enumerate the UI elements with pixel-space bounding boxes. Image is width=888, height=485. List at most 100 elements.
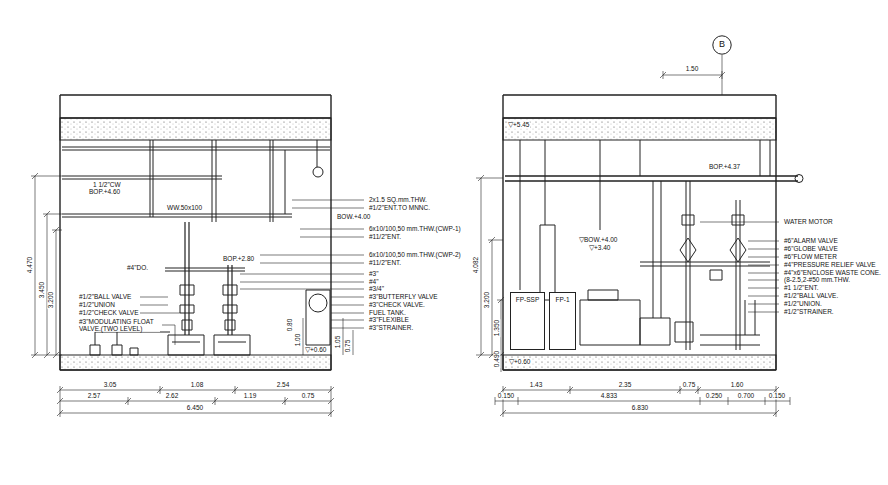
callout-label: #4"PRESSURE RELIEF VALVE	[783, 261, 877, 268]
dimension-text: 1.19	[243, 392, 258, 399]
grid-bubble: B	[712, 35, 732, 55]
callout-label: WATER MOTOR	[783, 218, 834, 225]
callout-label: #1/2"CHECK VALVE	[78, 309, 140, 316]
pump-engine	[580, 290, 760, 345]
callout-label: ▽+0.60	[508, 358, 531, 365]
dimension-line	[476, 175, 504, 372]
dimension-text: 2.57	[87, 392, 102, 399]
dimension-text: 1.00	[294, 333, 301, 348]
dimension-text: 0.250	[705, 392, 723, 399]
fuel-tank	[306, 290, 330, 345]
dimension-text: 6.450	[186, 404, 204, 411]
callout-label: #11/2"ENT.	[368, 259, 402, 266]
valve-symbol	[180, 285, 237, 330]
callout-label: #6"FLOW METER	[783, 253, 838, 260]
floor-slab	[60, 355, 331, 370]
callout-label: #3/4"	[368, 285, 385, 292]
dimension-text: 1.08	[190, 381, 205, 388]
dimension-text: 1.50	[685, 65, 700, 72]
pump-pipe	[165, 222, 245, 335]
grid-line	[660, 55, 725, 95]
dimension-text: 0.75	[301, 392, 316, 399]
right-section	[476, 55, 803, 417]
callout-label: #3"CHECK VALVE.	[368, 301, 426, 308]
callout-label: BOP.+4.37	[708, 163, 741, 170]
callout-label: #1/2"UNION.	[783, 300, 823, 307]
callout-label: #3"MODULATING FLOAT VALVE.(TWO LEVEL)	[78, 318, 160, 332]
dimension-line	[495, 386, 790, 417]
dimension-text: 2.35	[618, 381, 633, 388]
dimension-text: 4.470	[26, 256, 33, 274]
callout-label: #3"FLEXIBLE	[368, 316, 410, 323]
node-label: FP-SSP	[516, 296, 539, 303]
dimension-text: 0.75	[682, 381, 697, 388]
callout-label: WW.50x100	[166, 204, 203, 211]
node-label: FP-1	[555, 296, 569, 303]
dimension-text: 2.62	[165, 392, 180, 399]
callout-label: 2x1.5 SQ.mm.THW.	[368, 196, 428, 203]
callout-label: ▽+3.40	[588, 244, 611, 251]
callout-label: BOP.+2.80	[222, 255, 255, 262]
control-panel: FP-SSP	[510, 292, 545, 350]
pipe-run	[520, 140, 770, 350]
callout-label: ▽+0.60	[304, 346, 327, 353]
leader-line	[700, 222, 779, 312]
pipe-run	[505, 176, 798, 181]
pipe-run	[62, 140, 330, 222]
callout-label: #11/2"ENT.	[368, 233, 402, 240]
dimension-text: 1.350	[493, 319, 500, 337]
room-outline	[60, 95, 331, 370]
callout-label: #1/2"BALL VALVE	[78, 293, 132, 300]
concrete-slab	[503, 118, 776, 140]
dimension-line	[31, 173, 353, 358]
callout-label: #6"GLOBE VALVE	[783, 245, 839, 252]
callout-label: #1 1/2"ENT.	[783, 284, 819, 291]
dimension-text: 1.05	[334, 335, 341, 350]
dimension-text: 1.60	[730, 381, 745, 388]
callout-label: ▽BOW.+4.00	[578, 236, 618, 243]
pipe-cap	[795, 175, 803, 183]
callout-label: BOP.+4.60	[88, 188, 121, 195]
riser-tank	[540, 225, 555, 300]
valve-symbol	[680, 215, 746, 280]
callout-label: #1/2"UNION	[78, 301, 116, 308]
dimension-text: 0.700	[737, 392, 755, 399]
callout-label: (8-2.5,2-#50 mm.THW.	[783, 276, 851, 283]
dimension-text: 0.150	[497, 392, 515, 399]
dimension-text: 4.082	[472, 256, 479, 274]
dimension-text: 4.833	[600, 392, 618, 399]
valve-symbol	[313, 167, 323, 177]
dimension-line	[57, 386, 334, 417]
callout-label: #3"STRAINER.	[368, 324, 414, 331]
callout-label: ▽+5.45	[507, 121, 530, 128]
dimension-text: 2.54	[276, 381, 291, 388]
dimension-text: 0.75	[344, 339, 351, 354]
left-section	[31, 95, 364, 417]
dimension-text: 3.05	[103, 381, 118, 388]
dimension-text: 0.150	[768, 392, 786, 399]
dimension-text: 6.830	[631, 404, 649, 411]
pump-motor	[168, 335, 250, 355]
dimension-text: 0.490	[493, 350, 500, 368]
room-outline	[503, 95, 776, 370]
grid-circle	[713, 36, 731, 54]
float-valve	[90, 332, 170, 355]
callout-label: #6"ALARM VALVE	[783, 237, 839, 244]
control-panel: FP-1	[549, 292, 576, 350]
dimension-text: 3.200	[47, 291, 54, 309]
node-label: B	[719, 40, 725, 50]
callout-label: #1/2"BALL VALVE.	[783, 292, 839, 299]
callout-label: BOW.+4.00	[336, 213, 371, 220]
floor-slab	[503, 355, 776, 370]
dimension-text: 1.43	[529, 381, 544, 388]
callout-label: 6x10/100,50 mm.THW.(CWP-1)	[368, 225, 462, 232]
callout-label: #3"BUTTERFLY VALVE	[368, 293, 439, 300]
fuel-tank	[309, 294, 327, 312]
dimension-text: 3.200	[483, 291, 490, 309]
callout-label: #4"DO.	[126, 264, 149, 271]
dimension-text: 0.80	[286, 318, 293, 333]
callout-label: #1/2"ENT.TO MNNC.	[368, 204, 431, 211]
